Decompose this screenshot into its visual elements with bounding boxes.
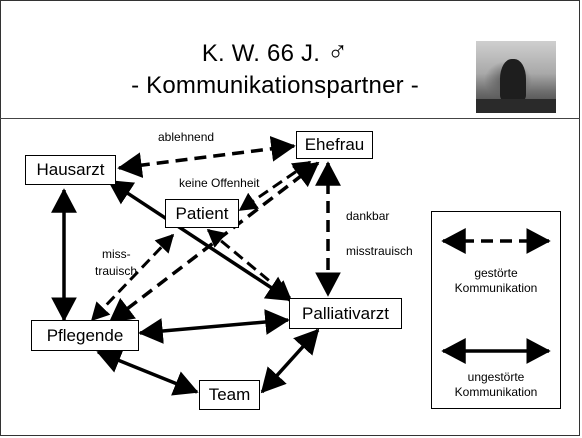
edge-hausarzt-ehefrau <box>117 135 296 179</box>
legend-disturbed-line2: Kommunikation <box>454 281 538 295</box>
label-keine-offenheit: keine Offenheit <box>178 176 261 190</box>
person-photo <box>476 41 556 113</box>
label-trauisch: trauisch <box>95 264 138 278</box>
edge-hausarzt-palliativarzt <box>107 179 292 302</box>
edge-pflegende-team <box>96 348 199 396</box>
edge-pflegende-palliativarzt <box>138 309 290 344</box>
label-miss: miss- <box>102 247 131 261</box>
edge-patient-palliativarzt <box>206 228 292 300</box>
male-symbol: ♂ <box>326 36 349 67</box>
patient-initials-age: K. W. 66 J. <box>201 40 321 67</box>
node-ehefrau: Ehefrau <box>296 131 373 159</box>
node-team: Team <box>199 380 260 410</box>
legend-undisturbed-line1: ungestörte <box>467 370 525 384</box>
label-dankbar: dankbar <box>346 209 390 223</box>
legend-undisturbed-label: ungestörte Kommunikation <box>431 370 561 400</box>
person-silhouette <box>500 59 526 103</box>
slide-title-line2: - Kommunikationspartner - <box>131 72 419 99</box>
node-patient: Patient <box>165 199 239 228</box>
label-misstrauisch: misstrauisch <box>346 244 413 258</box>
node-hausarzt: Hausarzt <box>25 155 116 185</box>
node-pflegende: Pflegende <box>31 320 139 351</box>
node-palliativarzt: Palliativarzt <box>289 298 402 329</box>
slide-title-line1: K. W. 66 J. ♂ <box>110 38 440 68</box>
legend-disturbed-line1: gestörte <box>474 266 518 280</box>
photo-ground <box>476 99 556 113</box>
legend-undisturbed-line2: Kommunikation <box>454 385 538 399</box>
edge-team-palliativarzt <box>260 328 320 394</box>
legend-disturbed-label: gestörte Kommunikation <box>431 266 561 296</box>
title-divider <box>0 118 580 119</box>
label-ablehnend: ablehnend <box>158 130 215 144</box>
